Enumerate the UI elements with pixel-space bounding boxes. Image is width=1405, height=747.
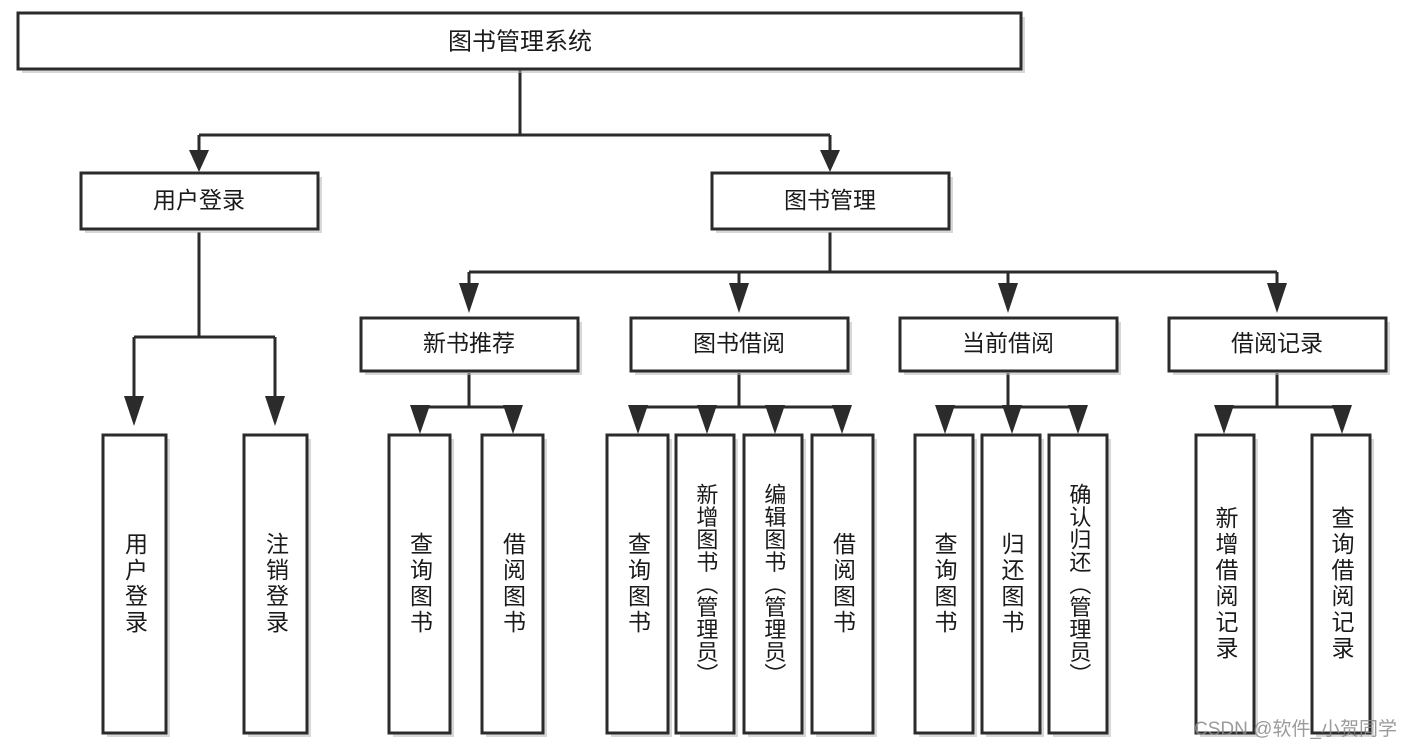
connector-bookborrow-to-bus (636, 373, 844, 415)
arrowhead-to-user-login (189, 150, 209, 172)
node-leaf-query-record[interactable] (1310, 433, 1374, 737)
node-leaf-add-record[interactable] (1194, 433, 1258, 737)
leaf-box-layer (101, 433, 1374, 737)
node-root-box (16, 11, 1023, 71)
arrowhead-to-book-management (820, 150, 840, 172)
node-current-borrow[interactable]: 当前借阅 (898, 316, 1121, 375)
arrowhead-to-leaf-return-book (1002, 405, 1022, 434)
node-leaf-query-book-1-box (387, 433, 452, 735)
node-book-borrow-label: 图书借阅 (693, 330, 785, 356)
node-user-login[interactable]: 用户登录 (79, 171, 322, 233)
arrowhead-to-leaf-logout (265, 396, 285, 426)
node-leaf-query-book-2-box (605, 433, 670, 735)
arrowhead-to-leaf-add-record (1214, 405, 1234, 434)
connector-bookmgmt-to-bus (467, 232, 1279, 285)
connector-userlogin-to-bus (132, 232, 277, 398)
node-leaf-logout-box (242, 433, 309, 735)
arrowhead-to-leaf-add-book (697, 405, 717, 434)
arrowhead-to-current-borrow (998, 283, 1018, 313)
node-leaf-add-book-box (674, 433, 736, 735)
arrowhead-to-borrow-record (1267, 283, 1287, 313)
node-current-borrow-box (898, 316, 1119, 373)
arrowhead-to-book-borrow (729, 283, 749, 313)
node-book-management[interactable]: 图书管理 (710, 171, 953, 233)
node-leaf-borrow-book-1[interactable] (480, 433, 547, 737)
node-borrow-record-label: 借阅记录 (1231, 330, 1323, 356)
node-leaf-edit-book[interactable] (742, 433, 806, 737)
node-root-label: 图书管理系统 (448, 28, 592, 55)
node-book-borrow-box (629, 316, 850, 373)
node-leaf-user-login-box (101, 433, 168, 735)
node-user-login-box (79, 171, 320, 231)
connector-borrowrecord-to-bus (1222, 373, 1344, 415)
node-leaf-query-book-2[interactable] (605, 433, 672, 737)
node-new-book-recommend[interactable]: 新书推荐 (359, 316, 582, 375)
node-book-borrow[interactable]: 图书借阅 (629, 316, 852, 375)
node-leaf-query-book-3-box (913, 433, 975, 735)
arrowhead-to-leaf-user-login (124, 396, 144, 426)
node-leaf-edit-book-box (742, 433, 804, 735)
node-book-management-box (710, 171, 951, 231)
node-leaf-confirm-return[interactable] (1047, 433, 1111, 737)
node-leaf-user-login[interactable] (101, 433, 170, 737)
node-leaf-add-record-box (1194, 433, 1256, 735)
node-leaf-logout[interactable] (242, 433, 311, 737)
arrowhead-to-leaf-query-book-1 (410, 405, 430, 434)
arrowhead-to-leaf-query-book-3 (935, 405, 955, 434)
node-borrow-record[interactable]: 借阅记录 (1167, 316, 1390, 375)
node-current-borrow-label: 当前借阅 (962, 330, 1054, 356)
connector-root-to-bus (197, 70, 832, 152)
node-leaf-query-book-1[interactable] (387, 433, 454, 737)
arrowhead-to-leaf-borrow-book-1 (503, 405, 523, 434)
node-leaf-borrow-book-2-box (810, 433, 875, 735)
node-root[interactable]: 图书管理系统 (16, 11, 1025, 73)
node-leaf-borrow-book-2[interactable] (810, 433, 877, 737)
arrowhead-to-leaf-confirm-return (1068, 405, 1088, 434)
connector-newbook-to-bus (418, 373, 515, 415)
node-leaf-return-book[interactable] (980, 433, 1044, 737)
node-leaf-add-book[interactable] (674, 433, 738, 737)
node-leaf-query-book-3[interactable] (913, 433, 977, 737)
node-new-book-recommend-label: 新书推荐 (423, 330, 515, 356)
node-leaf-borrow-book-1-box (480, 433, 545, 735)
arrowhead-to-new-book-recommend (459, 283, 479, 313)
node-leaf-return-book-box (980, 433, 1042, 735)
arrowhead-to-leaf-edit-book (765, 405, 785, 434)
arrowhead-to-leaf-borrow-book-2 (832, 405, 852, 434)
node-leaf-confirm-return-box (1047, 433, 1109, 735)
node-new-book-recommend-box (359, 316, 580, 373)
arrowhead-to-leaf-query-record (1332, 405, 1352, 434)
node-user-login-label: 用户登录 (153, 187, 245, 213)
connector-layer (124, 70, 1352, 434)
node-leaf-query-record-box (1310, 433, 1372, 735)
node-borrow-record-box (1167, 316, 1388, 373)
arrowhead-to-leaf-query-book-2 (628, 405, 648, 434)
node-book-management-label: 图书管理 (784, 187, 876, 213)
